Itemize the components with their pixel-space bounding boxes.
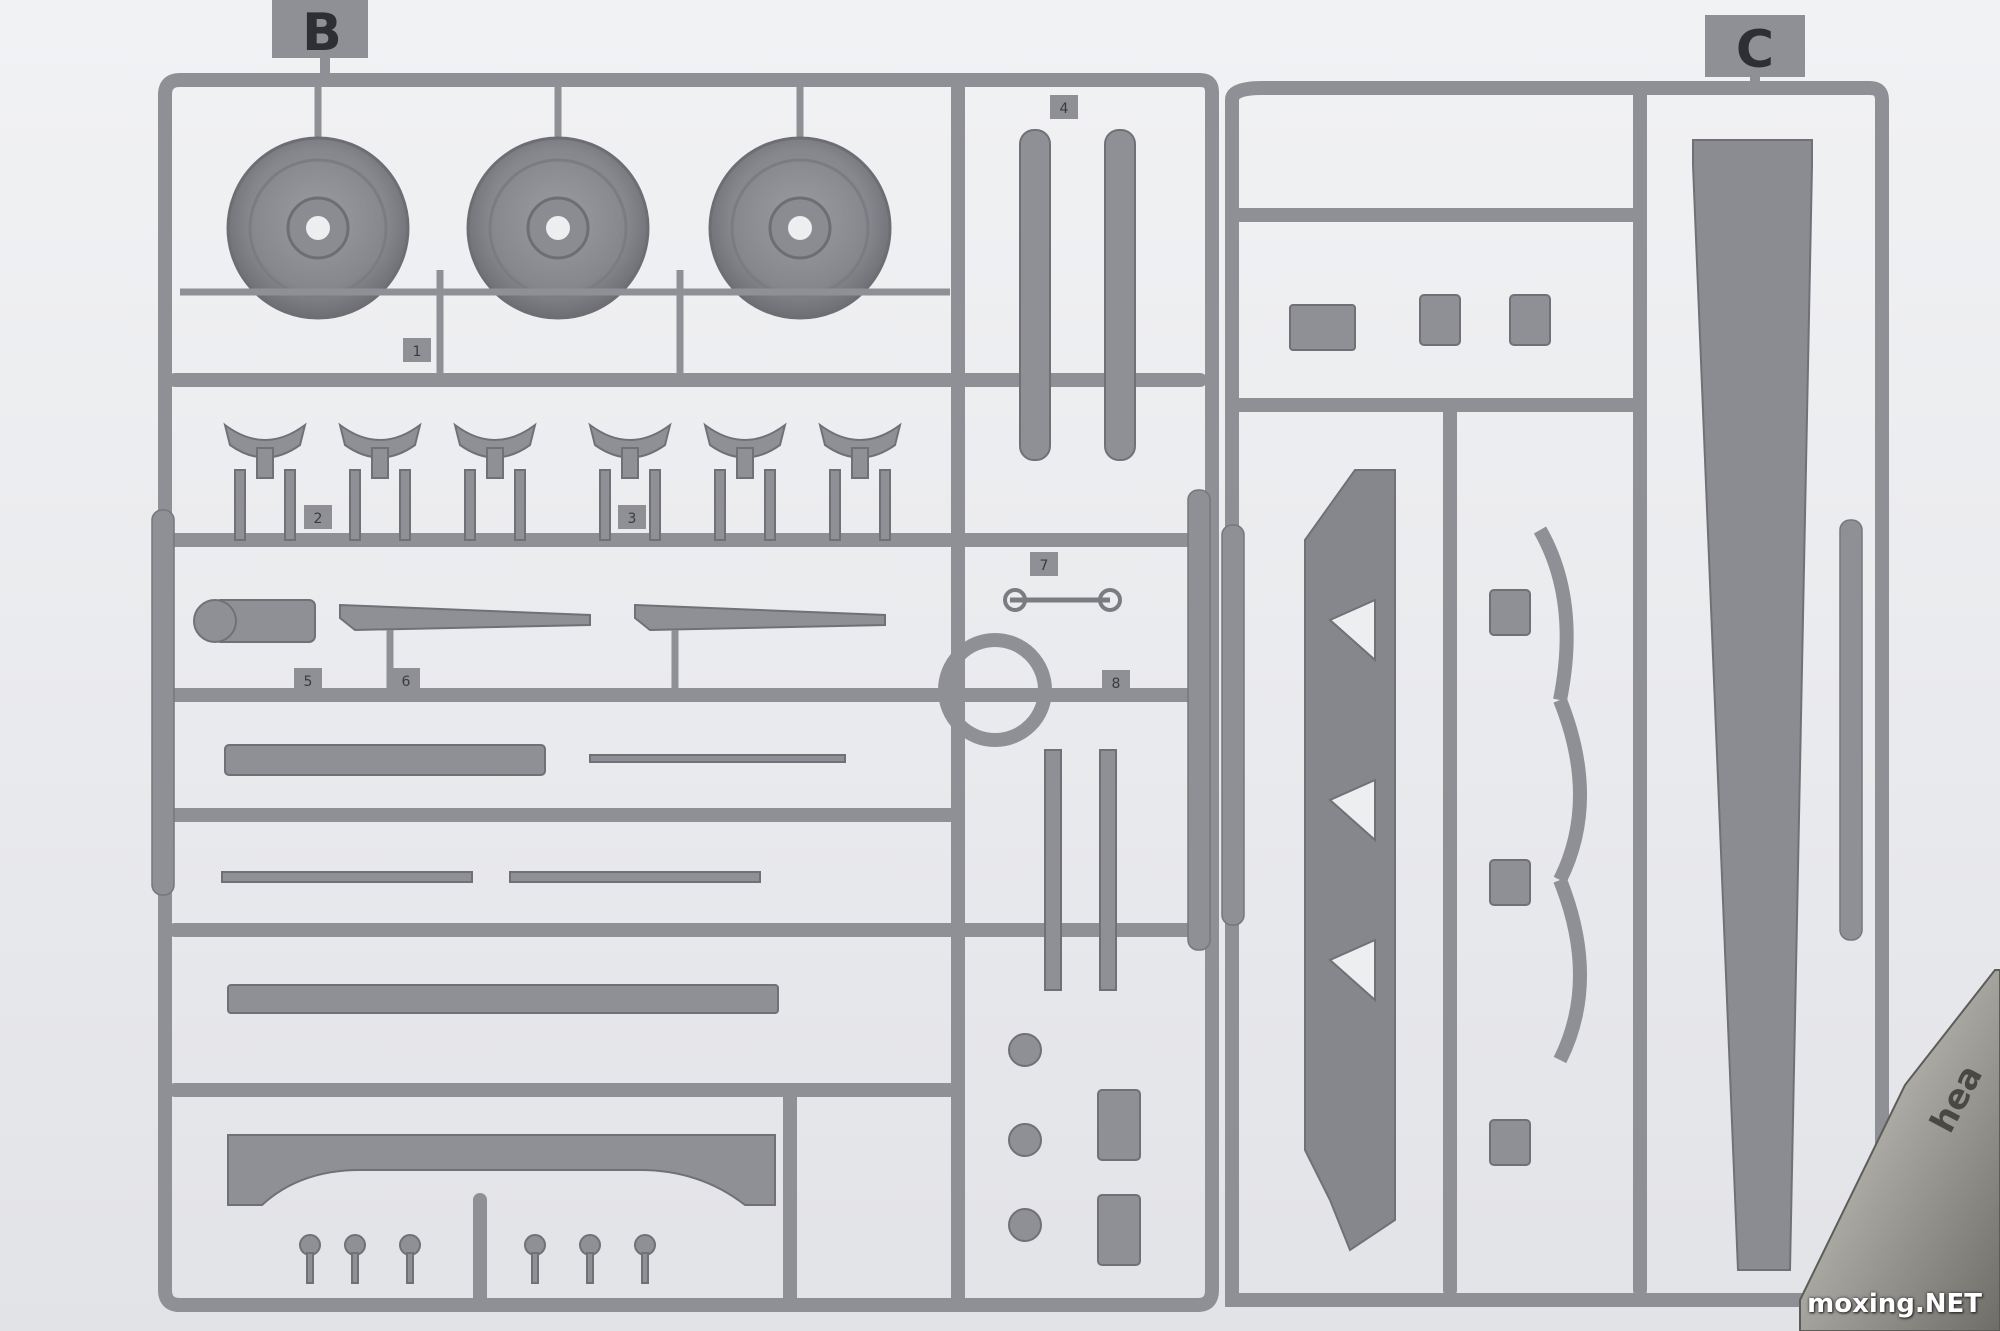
side-rails [151,489,1863,951]
part-tab-7: 7 [1030,552,1058,576]
wheel-3 [708,85,892,320]
watermark: moxing.NET [1807,1289,1982,1319]
sprue-c-parts [1289,139,1813,1271]
part-tab-1: 1 [403,338,431,362]
sprue-b-frame [158,73,1219,1312]
sprue-tag-b: B [272,0,368,82]
part-tab-2: 2 [304,505,332,529]
svg-text:6: 6 [402,674,411,690]
svg-text:4: 4 [1060,101,1069,117]
part-tab-5: 5 [294,668,322,692]
center-parts [938,129,1141,1266]
svg-text:5: 5 [304,674,313,690]
wheel-1 [226,85,410,320]
arm-parts [193,599,886,883]
part-tab-8: 8 [1102,670,1130,694]
sprue-tag-c-label: C [1736,20,1774,80]
wheel-parts [180,85,950,375]
wheel-2 [466,85,650,320]
svg-text:7: 7 [1040,558,1049,574]
part-tab-4: 4 [1050,95,1078,119]
beam-parts [227,984,779,1284]
sprue-tag-b-label: B [302,3,342,63]
saddle-parts [223,422,902,541]
part-tab-3: 3 [618,505,646,529]
svg-text:2: 2 [314,511,323,527]
part-number-tabs: 1 2 3 4 5 6 7 8 [294,95,1130,694]
part-tab-6: 6 [392,668,420,692]
sprue-tag-c: C [1705,15,1805,92]
svg-text:8: 8 [1112,676,1121,692]
svg-text:3: 3 [628,511,637,527]
steel-tool: hea [1799,969,2000,1331]
svg-text:1: 1 [413,344,422,360]
